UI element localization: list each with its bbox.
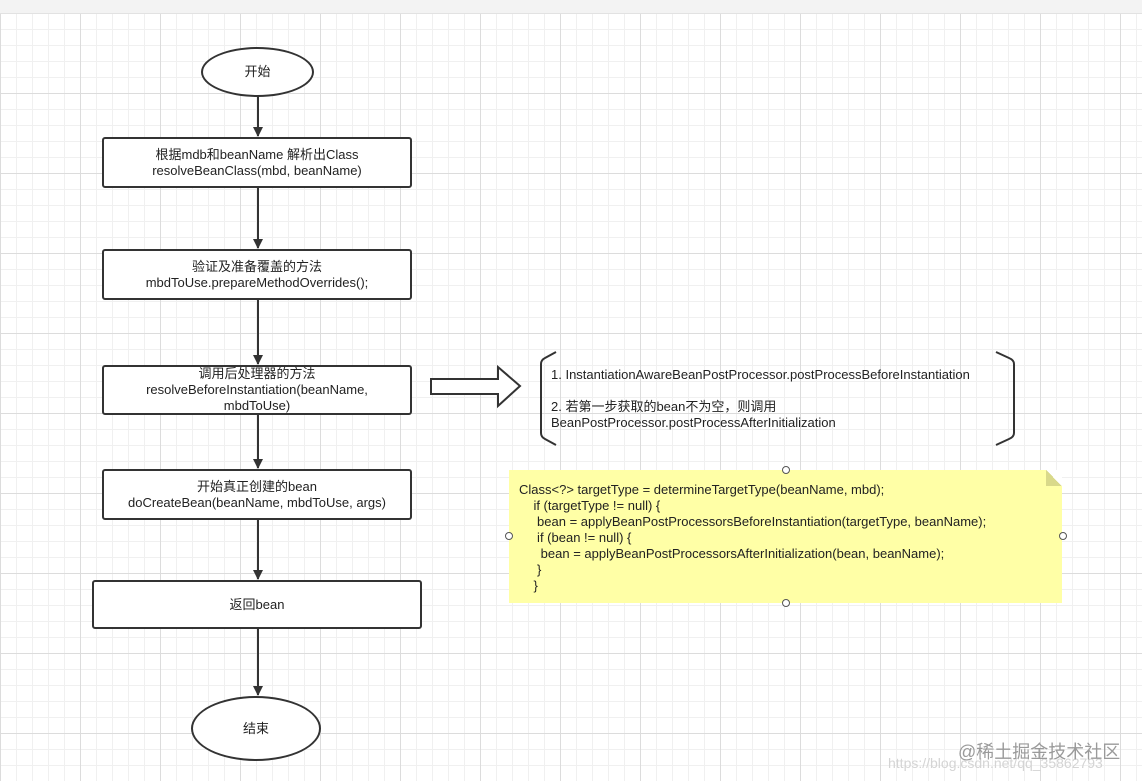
canvas-toolbar-strip [0, 0, 1142, 14]
note-line: if (targetType != null) { [519, 498, 661, 513]
annotation-item-2-line1: 2. 若第一步获取的bean不为空，则调用 [551, 399, 777, 414]
note-folded-corner [1046, 470, 1062, 486]
note-line: Class<?> targetType = determineTargetTyp… [519, 482, 885, 497]
watermark-url: https://blog.csdn.net/qq_35862793 [888, 755, 1103, 771]
left-brace [540, 351, 557, 446]
note-line: bean = applyBeanPostProcessorsAfterIniti… [519, 546, 945, 561]
step-return-bean[interactable]: 返回bean [92, 580, 422, 629]
step2-title: 验证及准备覆盖的方法 [191, 258, 322, 274]
watermark-brand: @稀土掘金技术社区 [958, 742, 1121, 762]
resize-handle-bottom[interactable] [782, 599, 790, 607]
step4-code: doCreateBean(beanName, mbdToUse, args) [128, 494, 386, 510]
step-do-create-bean[interactable]: 开始真正创建的bean doCreateBean(beanName, mbdTo… [102, 469, 412, 520]
resize-handle-top[interactable] [782, 466, 790, 474]
start-node[interactable]: 开始 [201, 47, 314, 97]
step-prepare-method-overrides[interactable]: 验证及准备覆盖的方法 mbdToUse.prepareMethodOverrid… [102, 249, 412, 300]
step-resolve-before-instantiation[interactable]: 调用后处理器的方法 resolveBeforeInstantiation(bea… [102, 365, 412, 415]
note-line: if (bean != null) { [519, 530, 632, 545]
resize-handle-right[interactable] [1059, 532, 1067, 540]
step3-title: 调用后处理器的方法 [198, 366, 316, 381]
start-label: 开始 [244, 64, 271, 79]
right-brace [995, 351, 1015, 446]
block-right-arrow[interactable] [430, 364, 522, 409]
step5-label: 返回bean [229, 596, 285, 612]
annotation-item-1: 1. InstantiationAwareBeanPostProcessor.p… [551, 367, 970, 382]
note-line: } [519, 578, 538, 593]
end-label: 结束 [242, 720, 269, 736]
step3-code-line1: resolveBeforeInstantiation(beanName, [146, 382, 368, 397]
step4-title: 开始真正创建的bean [197, 478, 317, 494]
annotation-item-2-line2: BeanPostProcessor.postProcessAfterInitia… [551, 415, 836, 430]
step-resolve-bean-class[interactable]: 根据mdb和beanName 解析出Class resolveBeanClass… [102, 137, 412, 188]
code-note[interactable]: Class<?> targetType = determineTargetTyp… [509, 470, 1062, 603]
step1-code: resolveBeanClass(mbd, beanName) [152, 162, 362, 178]
resize-handle-left[interactable] [505, 532, 513, 540]
end-node[interactable]: 结束 [191, 696, 321, 761]
step1-title: 根据mdb和beanName 解析出Class [155, 146, 359, 162]
step3-code-line2: mbdToUse) [223, 398, 291, 413]
note-line: bean = applyBeanPostProcessorsBeforeInst… [519, 514, 987, 529]
note-line: } [519, 562, 542, 577]
step2-code: mbdToUse.prepareMethodOverrides(); [145, 274, 369, 290]
